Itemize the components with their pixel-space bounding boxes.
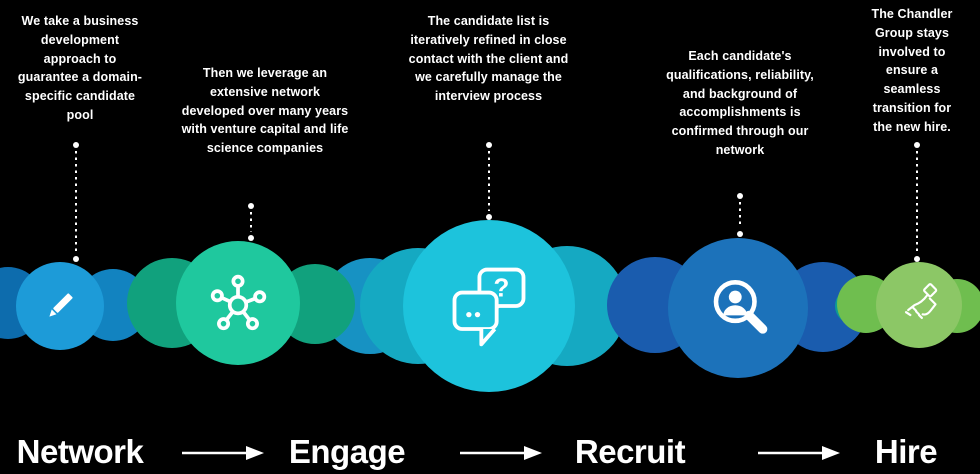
stage-circle-engage: [176, 241, 300, 365]
connector-dot: [73, 256, 79, 262]
network-hub-icon: [210, 274, 267, 331]
annotation-text: The candidate list is iteratively refine…: [408, 14, 569, 103]
connector-dot: [248, 235, 254, 241]
right-arrow-icon: [758, 446, 840, 460]
annotation-hire: Each candidate's qualifications, reliabi…: [665, 47, 815, 160]
connector-dot: [248, 203, 254, 209]
annotation-text: We take a business development approach …: [17, 14, 143, 122]
search-person-icon: [713, 280, 768, 334]
annotation-transition: The Chandler Group stays involved to ens…: [862, 5, 962, 136]
connector-dashes: [250, 212, 252, 232]
flow-label-network: Network: [16, 433, 144, 470]
connector-dot: [73, 142, 79, 148]
annotation-text: Then we leverage an extensive network de…: [181, 66, 349, 155]
connector-dotted-line: [72, 142, 80, 262]
connector-dashes: [916, 151, 918, 253]
flow-label-recruit: Recruit: [574, 433, 686, 470]
connector-dashes: [488, 151, 490, 211]
connector-dashes: [75, 151, 77, 253]
connector-dot: [486, 142, 492, 148]
connector-dotted-line: [736, 193, 744, 237]
connector-dot: [737, 193, 743, 199]
annotation-engage: Then we leverage an extensive network de…: [180, 64, 350, 158]
connector-dotted-line: [485, 142, 493, 220]
chat-bubbles-icon: ?: [452, 267, 526, 347]
pencil-icon: [49, 293, 73, 317]
annotation-text: Each candidate's qualifications, reliabi…: [666, 49, 814, 157]
right-arrow-icon: [460, 446, 542, 460]
flow-label-engage: Engage: [288, 433, 406, 470]
connector-dot: [737, 231, 743, 237]
stage-circle-recruit: ?: [403, 220, 575, 392]
connector-dotted-line: [913, 142, 921, 262]
connector-dot: [914, 142, 920, 148]
connector-dot: [914, 256, 920, 262]
connector-dashes: [739, 202, 741, 228]
svg-text:?: ?: [494, 274, 510, 302]
stage-circle-transition: [876, 262, 962, 348]
annotation-text: The Chandler Group stays involved to ens…: [871, 7, 953, 134]
annotation-recruit: The candidate list is iteratively refine…: [406, 12, 571, 106]
stage-circle-hire: [668, 238, 808, 378]
right-arrow-icon: [182, 446, 264, 460]
connector-dot: [486, 214, 492, 220]
connector-dotted-line: [247, 203, 255, 241]
annotation-network: We take a business development approach …: [15, 12, 145, 125]
handshake-icon: [904, 283, 938, 320]
stage-circle-network: [16, 262, 104, 350]
flow-label-hire: Hire: [874, 433, 938, 470]
